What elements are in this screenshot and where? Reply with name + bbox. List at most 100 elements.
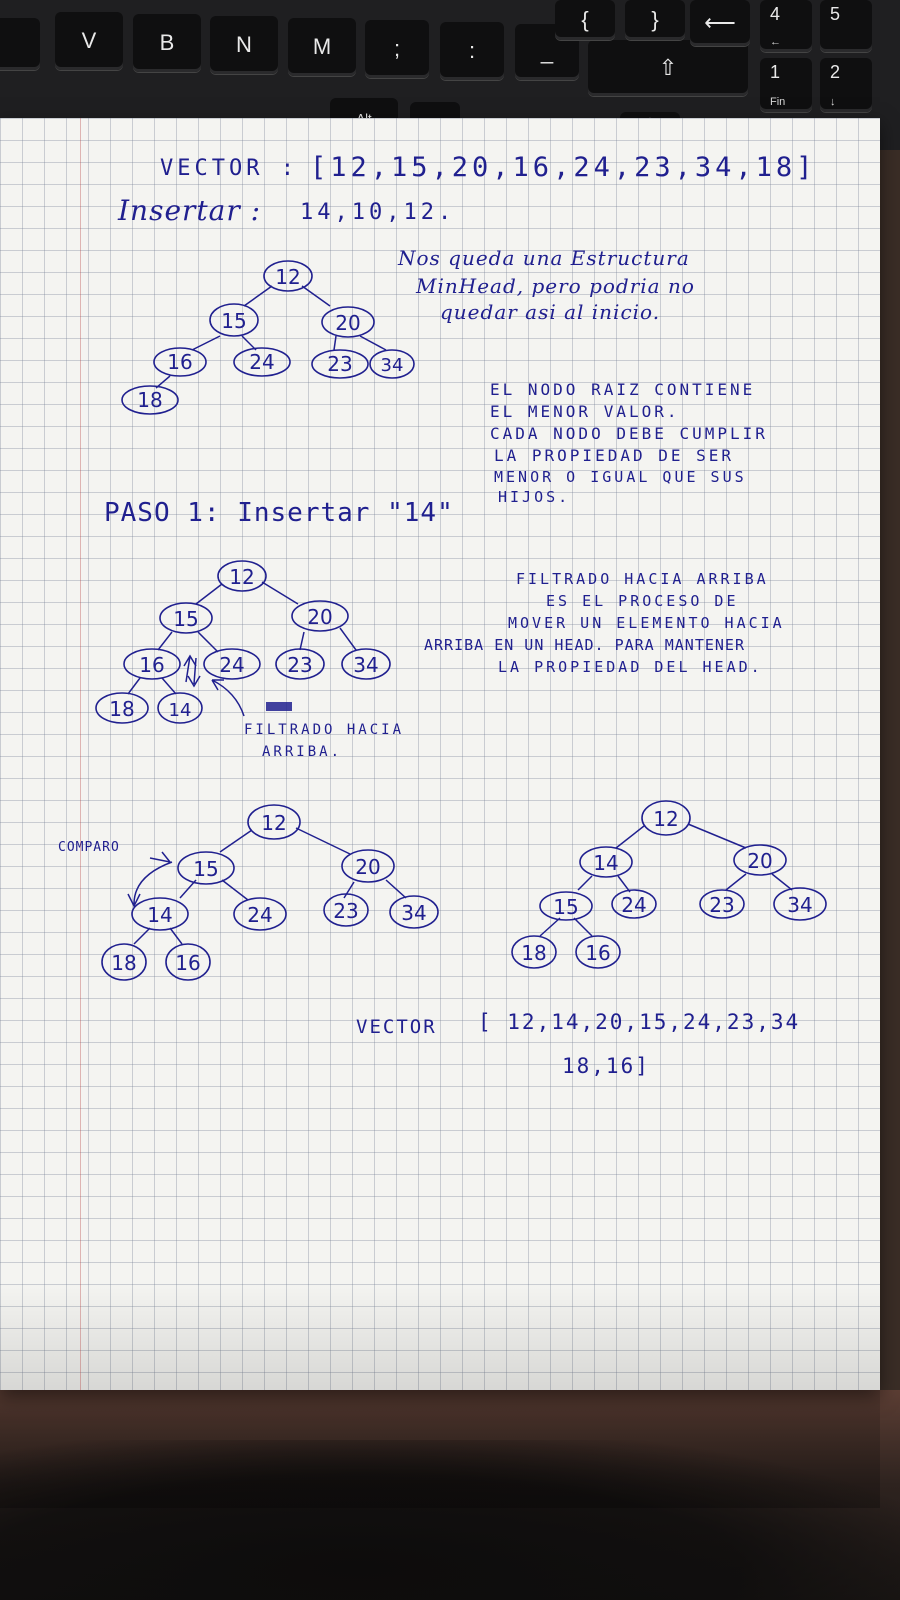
svg-text:12: 12 xyxy=(229,565,254,589)
svg-text:23: 23 xyxy=(333,899,358,923)
filter-note-line-4: ARRIBA EN UN HEAD. PARA MANTENER xyxy=(424,636,745,654)
svg-text:34: 34 xyxy=(401,901,426,925)
edge xyxy=(299,631,305,651)
root-note-line-4: LA PROPIEDAD DE SER xyxy=(494,446,735,465)
svg-text:24: 24 xyxy=(247,903,272,927)
insert-values: 14,10,12. xyxy=(300,200,456,225)
t4-node-7: 18 xyxy=(511,935,557,969)
heap-note-line-3: quedar asi al inicio. xyxy=(440,300,661,324)
svg-text:23: 23 xyxy=(327,352,352,376)
svg-text:18: 18 xyxy=(109,697,134,721)
t2-node-6: 34 xyxy=(341,648,391,680)
edge xyxy=(219,829,253,853)
svg-text:20: 20 xyxy=(747,849,772,873)
t4-node-2: 20 xyxy=(733,844,787,876)
t1-node-0: 12 xyxy=(263,260,313,292)
svg-text:15: 15 xyxy=(173,607,198,631)
key-label-2: 2 xyxy=(830,62,841,82)
t3-node-0: 12 xyxy=(247,804,301,840)
svg-text:34: 34 xyxy=(787,893,812,917)
edge xyxy=(133,927,151,945)
svg-text:12: 12 xyxy=(275,265,300,289)
edge xyxy=(573,917,593,937)
svg-text:23: 23 xyxy=(709,893,734,917)
step1-title: PASO 1: Insertar "14" xyxy=(104,498,454,528)
filter-note-line-3: MOVER UN ELEMENTO HACIA xyxy=(508,614,785,632)
svg-text:24: 24 xyxy=(219,653,244,677)
edge xyxy=(617,875,631,893)
edge xyxy=(241,335,257,351)
edge xyxy=(221,879,249,901)
edge xyxy=(771,873,793,891)
key-num2: 2↓ xyxy=(820,58,872,112)
t3-node-6: 34 xyxy=(389,895,439,929)
heap-tree-drawings: 12 15 20 16 24 23 34 18 12 15 20 1 xyxy=(95,260,827,981)
t2-node-7: 18 xyxy=(95,692,149,724)
tree-initial: 12 15 20 16 24 23 34 18 xyxy=(121,260,415,415)
edge xyxy=(191,335,221,351)
t4-node-3: 15 xyxy=(539,891,593,921)
vector-values: [12,15,20,16,24,23,34,18] xyxy=(310,152,817,183)
key-n: N xyxy=(210,16,278,74)
t4-node-1: 14 xyxy=(579,846,633,878)
key-label-fin: Fin xyxy=(770,96,786,108)
t1-node-7: 18 xyxy=(121,385,179,415)
svg-text:34: 34 xyxy=(353,653,378,677)
t3-node-2: 20 xyxy=(341,849,395,883)
edge xyxy=(333,335,337,351)
key-backspace: ⟵ xyxy=(690,0,750,46)
t4-node-8: 16 xyxy=(575,935,621,969)
t1-node-3: 16 xyxy=(153,347,207,377)
t3-node-7: 18 xyxy=(101,943,147,981)
t2-node-5: 23 xyxy=(275,648,325,680)
filter-caption-line-2: ARRIBA. xyxy=(262,744,343,760)
key-label-1: 1 xyxy=(770,62,781,82)
t3-node-3: 14 xyxy=(131,897,189,931)
result-vector-line-1: [ 12,14,20,15,24,23,34 xyxy=(478,1010,801,1034)
key-label-v: V xyxy=(81,28,97,53)
key-caret: } xyxy=(625,0,685,40)
svg-text:15: 15 xyxy=(221,309,246,333)
result-vector-line-2: 18,16] xyxy=(562,1054,650,1078)
compare-arrowhead-icon xyxy=(149,851,172,864)
key-label-b: B xyxy=(159,30,175,55)
svg-text:12: 12 xyxy=(653,807,678,831)
result-vector-label: VECTOR xyxy=(356,1016,437,1038)
svg-text:15: 15 xyxy=(193,857,218,881)
key-comma: ; xyxy=(365,20,429,78)
t2-node-0: 12 xyxy=(217,560,267,592)
key-label-m: M xyxy=(312,34,332,59)
t2-node-1: 15 xyxy=(159,602,213,634)
tree-result: 12 14 20 15 24 23 34 18 16 xyxy=(511,800,827,969)
edge xyxy=(295,827,351,855)
desk-shadow xyxy=(0,1440,900,1600)
t3-node-4: 24 xyxy=(233,897,287,931)
t2-node-8: 14 xyxy=(157,692,203,724)
t1-node-6: 34 xyxy=(369,349,415,379)
paper-shading xyxy=(0,1283,880,1508)
vector-label: VECTOR : xyxy=(160,156,298,181)
key-label-n: N xyxy=(236,32,252,57)
insert-label: Insertar : xyxy=(118,194,262,227)
key-num5: 5 xyxy=(820,0,872,52)
svg-text:16: 16 xyxy=(175,951,200,975)
t1-node-1: 15 xyxy=(209,303,259,337)
edge xyxy=(157,631,173,651)
root-note-line-6: HIJOS. xyxy=(498,488,571,506)
root-note-line-5: MENOR O IGUAL QUE SUS xyxy=(494,468,747,486)
svg-text:15: 15 xyxy=(553,895,578,919)
heap-note-line-2: MinHead, pero podria no xyxy=(416,274,695,298)
svg-text:18: 18 xyxy=(137,388,162,412)
edge xyxy=(725,873,747,891)
svg-text:18: 18 xyxy=(111,951,136,975)
svg-text:14: 14 xyxy=(169,700,192,721)
filter-note-line-5: LA PROPIEDAD DEL HEAD. xyxy=(498,658,763,676)
svg-text:20: 20 xyxy=(307,605,332,629)
svg-text:16: 16 xyxy=(167,350,192,374)
t1-node-4: 24 xyxy=(233,347,291,377)
up-arrow-icon xyxy=(183,654,197,683)
t2-node-2: 20 xyxy=(291,600,349,632)
svg-text:16: 16 xyxy=(585,941,610,965)
t3-node-8: 16 xyxy=(165,943,211,981)
